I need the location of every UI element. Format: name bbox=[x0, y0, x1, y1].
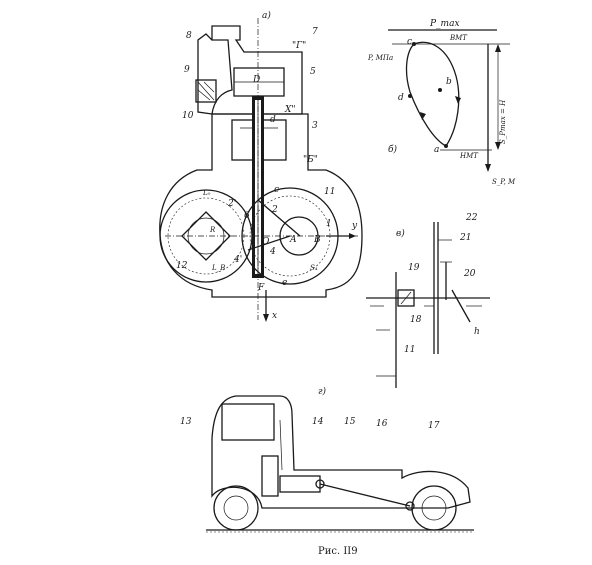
r-label: R bbox=[209, 226, 216, 234]
fig-v-label: в) bbox=[396, 228, 405, 239]
p-axis-label: P, МПа bbox=[367, 54, 393, 62]
part-11-label: 11 bbox=[324, 187, 335, 197]
zone-g-label: "Г" bbox=[292, 41, 306, 51]
part-4-prime-label: 4' bbox=[233, 255, 242, 265]
point-f-label: F bbox=[257, 283, 265, 293]
fig-a-label: а) bbox=[262, 10, 271, 21]
smax-label: S_Pmax = H bbox=[499, 99, 507, 144]
point-o-label: O bbox=[262, 237, 270, 247]
s-axis-label: S_P, M bbox=[492, 178, 516, 186]
part-2-label: 2 bbox=[271, 205, 278, 215]
part-17-label: 17 bbox=[428, 421, 440, 431]
part-15-label: 15 bbox=[344, 417, 356, 427]
fig-a-engine-section bbox=[159, 18, 363, 322]
part-4-label: 4 bbox=[269, 247, 276, 257]
part-21-label: 21 bbox=[459, 233, 471, 243]
curve-point-c: c bbox=[407, 37, 412, 47]
curve-point-d: d bbox=[398, 93, 404, 103]
part-13-label: 13 bbox=[180, 417, 192, 427]
part-8-label: 8 bbox=[186, 31, 192, 41]
part-16-label: 16 bbox=[376, 419, 388, 429]
part-6-label: 6 bbox=[244, 211, 250, 221]
part-10-label: 10 bbox=[182, 111, 194, 121]
part-14-label: 14 bbox=[312, 417, 324, 427]
zone-x-label: X" bbox=[284, 105, 296, 115]
part-h-label: h bbox=[474, 327, 480, 337]
lb-label: L_B bbox=[211, 264, 225, 272]
fig-g-truck bbox=[206, 395, 474, 533]
figure-caption: Рис. II9 bbox=[318, 546, 358, 557]
part-11b-label: 11 bbox=[404, 345, 415, 355]
nmt-label: НМТ bbox=[459, 152, 479, 160]
point-d-label: d bbox=[270, 115, 276, 125]
part-9-label: 9 bbox=[184, 65, 190, 75]
part-12-label: 12 bbox=[176, 261, 188, 271]
fig-b-pressure-diagram bbox=[388, 29, 510, 172]
fig-g-label: г) bbox=[318, 386, 327, 397]
part-5-label: 5 bbox=[310, 67, 316, 77]
part-3-label: 3 bbox=[312, 121, 318, 131]
curve-point-b: b bbox=[446, 77, 452, 87]
part-22-label: 22 bbox=[465, 213, 478, 223]
vmt-label: ВМТ bbox=[449, 34, 468, 42]
zone-b-label: "Б" bbox=[303, 155, 318, 165]
point-c-label: c bbox=[274, 185, 279, 195]
fig-v-gear-scheme bbox=[366, 222, 490, 388]
l0-label: L₀ bbox=[202, 189, 211, 197]
part-19-label: 19 bbox=[408, 263, 420, 273]
part-7-label: 7 bbox=[312, 27, 318, 37]
part-1-label: 1 bbox=[326, 219, 332, 229]
point-b-label: B bbox=[313, 235, 321, 245]
part-18-label: 18 bbox=[410, 315, 422, 325]
point-e-label: e bbox=[282, 278, 287, 288]
bore-label: D bbox=[252, 75, 260, 85]
pmax-label: P_max bbox=[429, 19, 460, 29]
axis-y-label: y bbox=[351, 221, 358, 231]
point-a-label: A bbox=[289, 235, 297, 245]
curve-point-a: a bbox=[434, 145, 439, 155]
s4-label: S₄ bbox=[310, 264, 318, 272]
axis-x-label: x bbox=[272, 311, 277, 321]
part-2-prime-label: 2' bbox=[227, 199, 236, 209]
fig-b-label: б) bbox=[388, 144, 397, 155]
part-20-label: 20 bbox=[463, 269, 476, 279]
